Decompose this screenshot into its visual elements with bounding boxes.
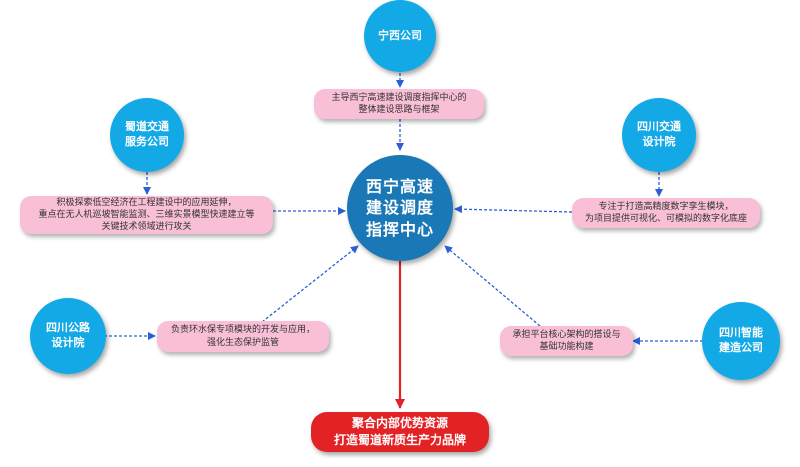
- node-sichuan-design: 四川交通 设计院: [622, 98, 696, 172]
- center-node: 西宁高速 建设调度 指挥中心: [347, 155, 453, 261]
- node-ningxi-label: 宁西公司: [378, 28, 422, 42]
- desc-sichuan-design: 专注于打造高精度数字孪生模块， 为项目提供可视化、可模拟的数字化底座: [572, 198, 760, 228]
- desc-shudao-text: 积极探索低空经济在工程建设中的应用延伸， 重点在无人机巡坡智能监测、三维实景模型…: [38, 197, 255, 233]
- node-highway-design: 四川公路 设计院: [30, 298, 106, 374]
- link-sichuan-box-to-center: [454, 205, 573, 214]
- desc-smart-build-text: 承担平台核心架构的搭设与 基础功能构建: [512, 329, 621, 352]
- link-highway-box-to-center: [261, 245, 359, 323]
- node-shudao-label: 蜀道交通 服务公司: [125, 120, 169, 148]
- link-smart-box-to-center: [444, 245, 541, 327]
- node-ningxi: 宁西公司: [364, 0, 436, 72]
- node-smart-build: 四川智能 建造公司: [702, 302, 780, 380]
- desc-highway-design-text: 负责环水保专项模块的开发与应用， 强化生态保护监管: [170, 325, 315, 348]
- node-highway-design-label: 四川公路 设计院: [46, 321, 90, 349]
- desc-ningxi: 主导西宁高速建设调度指挥中心的 整体建设思路与框架: [314, 89, 484, 119]
- desc-ningxi-text: 主导西宁高速建设调度指挥中心的 整体建设思路与框架: [331, 92, 467, 115]
- desc-highway-design: 负责环水保专项模块的开发与应用， 强化生态保护监管: [157, 321, 329, 352]
- node-smart-build-label: 四川智能 建造公司: [719, 326, 763, 354]
- desc-smart-build: 承担平台核心架构的搭设与 基础功能构建: [500, 326, 633, 356]
- result-banner-text: 聚合内部优势资源 打造蜀道新质生产力品牌: [333, 415, 466, 447]
- center-node-label: 西宁高速 建设调度 指挥中心: [365, 176, 434, 239]
- desc-shudao: 积极探索低空经济在工程建设中的应用延伸， 重点在无人机巡坡智能监测、三维实景模型…: [20, 196, 273, 234]
- result-banner: 聚合内部优势资源 打造蜀道新质生产力品牌: [311, 412, 489, 452]
- desc-sichuan-design-text: 专注于打造高精度数字孪生模块， 为项目提供可视化、可模拟的数字化底座: [584, 201, 747, 224]
- node-shudao: 蜀道交通 服务公司: [110, 98, 184, 172]
- node-sichuan-design-label: 四川交通 设计院: [637, 120, 681, 148]
